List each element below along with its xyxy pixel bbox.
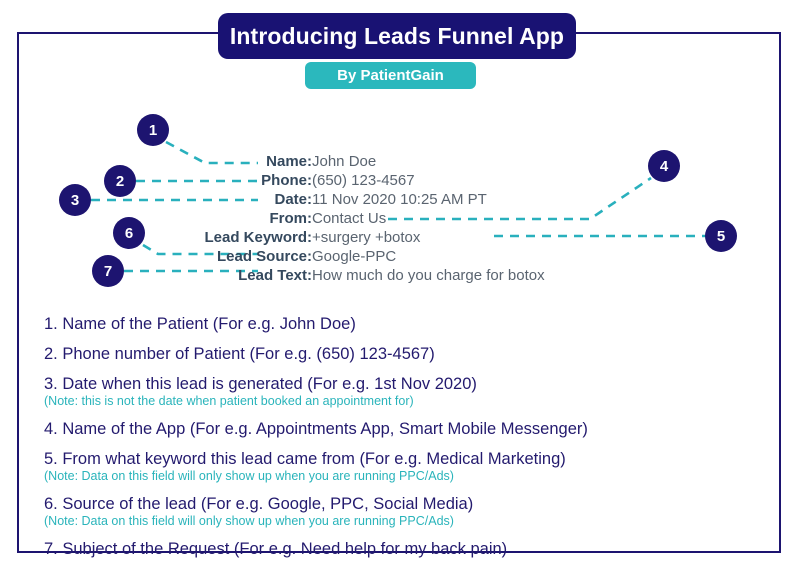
- legend-spacer: [44, 364, 744, 375]
- lead-row-name: Name: John Doe: [180, 152, 600, 171]
- title-bar: Introducing Leads Funnel App: [218, 13, 576, 59]
- lead-label-from: From:: [269, 210, 313, 227]
- badge-3-label: 3: [70, 191, 80, 209]
- legend-item-3: 3. Date when this lead is generated (For…: [44, 375, 477, 393]
- badge-4[interactable]: 4: [648, 150, 680, 182]
- lead-value-from: Contact Us: [312, 210, 387, 227]
- lead-row-keyword: Lead Keyword: +surgery +botox: [180, 228, 600, 247]
- legend-spacer: [44, 439, 744, 450]
- legend-note-6: (Note: Data on this field will only show…: [44, 514, 454, 528]
- lead-row-date: Date: 11 Nov 2020 10:25 AM PT: [180, 190, 600, 209]
- lead-row-source: Lead Source: Google-PPC: [180, 247, 600, 266]
- lead-details-card: Name: John Doe Phone: (650) 123-4567 Dat…: [180, 152, 600, 285]
- legend-spacer: [44, 334, 744, 345]
- legend-spacer: [44, 409, 744, 420]
- badge-6[interactable]: 6: [113, 217, 145, 249]
- legend-list: 1. Name of the Patient (For e.g. John Do…: [44, 315, 744, 559]
- badge-7-label: 7: [103, 262, 113, 280]
- badge-1[interactable]: 1: [137, 114, 169, 146]
- legend-spacer: [44, 529, 744, 540]
- lead-row-phone: Phone: (650) 123-4567: [180, 171, 600, 190]
- lead-row-text: Lead Text: How much do you charge for bo…: [180, 266, 600, 285]
- legend-note-3: (Note: this is not the date when patient…: [44, 394, 414, 408]
- badge-2[interactable]: 2: [104, 165, 136, 197]
- legend-item-2: 2. Phone number of Patient (For e.g. (65…: [44, 345, 435, 363]
- legend-item-7: 7. Subject of the Request (For e.g. Need…: [44, 540, 508, 558]
- lead-value-phone: (650) 123-4567: [312, 172, 415, 189]
- lead-row-from: From: Contact Us: [180, 209, 600, 228]
- lead-value-keyword: +surgery +botox: [312, 229, 421, 246]
- subtitle-label: By PatientGain: [337, 67, 444, 84]
- legend-item-4: 4. Name of the App (For e.g. Appointment…: [44, 420, 588, 438]
- legend-item-5: 5. From what keyword this lead came from…: [44, 450, 566, 468]
- lead-label-date: Date:: [274, 191, 312, 208]
- lead-value-text: How much do you charge for botox: [312, 267, 545, 284]
- legend-item-1: 1. Name of the Patient (For e.g. John Do…: [44, 315, 356, 333]
- legend-spacer: [44, 484, 744, 495]
- badge-5-label: 5: [716, 227, 726, 245]
- badge-5[interactable]: 5: [705, 220, 737, 252]
- badge-3[interactable]: 3: [59, 184, 91, 216]
- badge-7[interactable]: 7: [92, 255, 124, 287]
- lead-label-phone: Phone:: [261, 172, 312, 189]
- legend-note-5: (Note: Data on this field will only show…: [44, 469, 454, 483]
- badge-2-label: 2: [115, 172, 125, 190]
- lead-value-source: Google-PPC: [312, 248, 397, 265]
- page-title: Introducing Leads Funnel App: [229, 22, 565, 49]
- subtitle-badge: By PatientGain: [305, 62, 476, 89]
- legend-item-6: 6. Source of the lead (For e.g. Google, …: [44, 495, 474, 513]
- badge-1-label: 1: [148, 121, 158, 139]
- badge-4-label: 4: [659, 157, 669, 175]
- lead-label-keyword: Lead Keyword:: [204, 229, 312, 246]
- badge-6-label: 6: [124, 224, 134, 242]
- lead-label-source: Lead Source:: [216, 248, 312, 265]
- lead-label-text: Lead Text:: [238, 267, 312, 284]
- lead-value-date: 11 Nov 2020 10:25 AM PT: [312, 191, 487, 208]
- lead-label-name: Name:: [266, 153, 312, 170]
- lead-value-name: John Doe: [312, 153, 377, 170]
